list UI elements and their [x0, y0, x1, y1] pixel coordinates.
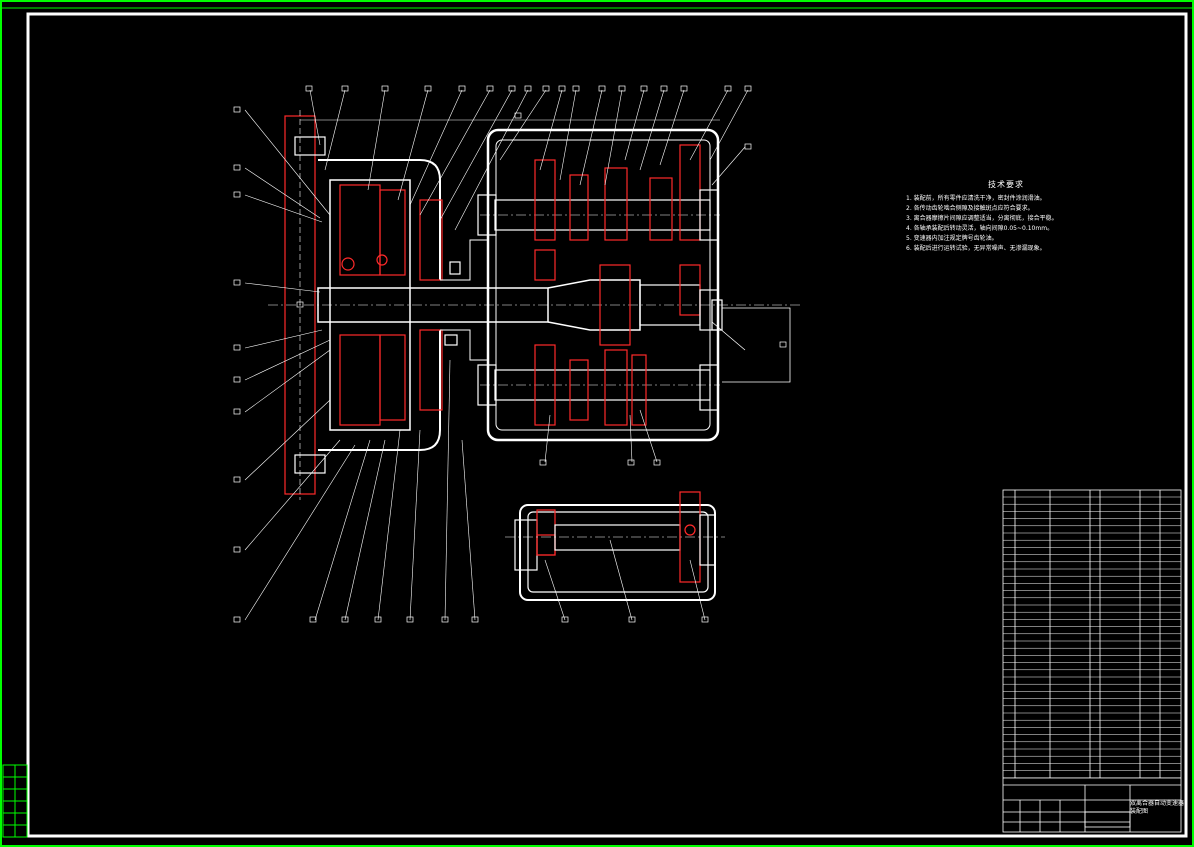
note-6: 6. 装配后进行运转试验，无异常噪声、无渗漏现象。 — [906, 245, 1046, 252]
parts-list — [1002, 489, 1182, 833]
note-1: 1. 装配前，所有零件应清洗干净，密封件涂润滑油。 — [906, 195, 1046, 202]
main-section-view — [268, 110, 800, 500]
title-block — [1003, 777, 1181, 832]
note-5: 5. 变速器内加注规定牌号齿轮油。 — [906, 235, 998, 242]
parts-list-rows — [1003, 496, 1181, 779]
left-margin-strips — [2, 764, 28, 838]
drawing-name: 双离合器自动变速器 — [1130, 800, 1185, 807]
note-3: 3. 离合器摩擦片间隙应调整适当，分离彻底，接合平稳。 — [906, 215, 1058, 222]
leader-lines-secondary — [544, 539, 706, 621]
note-2: 2. 各传动齿轮啮合侧隙及接触斑点应符合要求。 — [906, 205, 1034, 212]
drawing-frame — [26, 12, 1188, 838]
leader-lines-main — [244, 89, 749, 621]
technical-requirements: 技术要求 1. 装配前，所有零件应清洗干净，密封件涂润滑油。 2. 各传动齿轮啮… — [906, 180, 1106, 254]
notes-title: 技术要求 — [988, 180, 1024, 189]
title-block-text: 双离合器自动变速器 装配图 — [1130, 800, 1184, 816]
drawing-subtitle: 装配图 — [1130, 808, 1149, 815]
note-4: 4. 各轴承装配后转动灵活，轴向间隙0.05~0.10mm。 — [906, 225, 1054, 232]
secondary-view — [505, 491, 725, 601]
balloons — [233, 85, 787, 623]
